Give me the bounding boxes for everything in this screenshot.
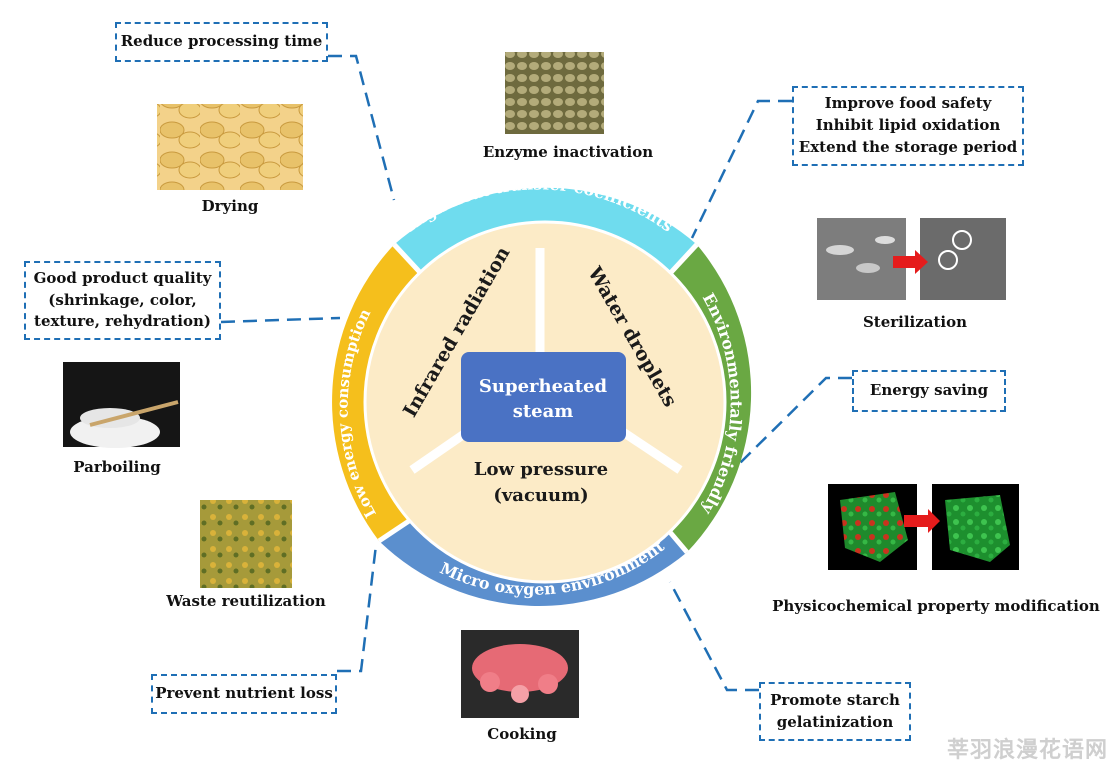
- box-text-line-3: Extend the storage period: [798, 137, 1018, 156]
- watermark: 莘羽浪漫花语网: [946, 738, 1108, 763]
- box-product-quality: Good product quality (shrinkage, color, …: [24, 261, 221, 340]
- box-text: Energy saving: [869, 381, 989, 400]
- ring-segment-right: [659, 244, 752, 553]
- arrow-icon: [893, 250, 928, 274]
- ring-segment-bottom: [379, 517, 687, 606]
- box-reduce-processing-time: Reduce processing time: [115, 22, 328, 62]
- ring-segment-top: [394, 187, 697, 276]
- cooking-image: [461, 630, 579, 718]
- caption-waste-reutilization: Waste reutilization: [166, 592, 326, 610]
- box-prevent-nutrient-loss: Prevent nutrient loss: [151, 674, 337, 714]
- caption-sterilization: Sterilization: [862, 313, 968, 331]
- sector-pressure-line-2: (vacuum): [493, 485, 588, 506]
- drying-image: [157, 104, 303, 190]
- box-text-line-1: Good product quality: [33, 268, 212, 287]
- waste-image: [200, 500, 292, 588]
- box-energy-saving: Energy saving: [852, 370, 1006, 412]
- caption-cooking: Cooking: [487, 725, 557, 743]
- caption-physicochemical: Physicochemical property modification: [772, 597, 1100, 615]
- physico-image: [828, 484, 1019, 570]
- center-line-2: steam: [513, 401, 574, 422]
- box-text-line-1: Improve food safety: [824, 94, 992, 113]
- box-text-line-2: (shrinkage, color,: [48, 290, 197, 309]
- parboiling-image: [63, 362, 180, 448]
- connector-lines: [220, 54, 852, 692]
- box-text-line-2: gelatinization: [776, 712, 894, 731]
- caption-enzyme-inactivation: Enzyme inactivation: [482, 143, 654, 161]
- box-text-line-1: Promote starch: [770, 690, 900, 709]
- box-text-line-3: texture, rehydration): [34, 312, 211, 331]
- ring-segment-left: [332, 244, 424, 541]
- arrow-icon: [904, 509, 940, 533]
- enzyme-image: [505, 52, 604, 134]
- box-text: Prevent nutrient loss: [155, 684, 333, 703]
- caption-parboiling: Parboiling: [73, 458, 161, 476]
- sterilization-image: [817, 218, 1006, 300]
- box-text-line-2: Inhibit lipid oxidation: [815, 116, 1001, 135]
- center-box: [461, 352, 626, 442]
- center-line-1: Superheated: [479, 376, 608, 397]
- box-promote-starch: Promote starch gelatinization: [759, 682, 911, 741]
- caption-drying: Drying: [201, 197, 259, 215]
- box-food-safety: Improve food safety Inhibit lipid oxidat…: [792, 86, 1024, 166]
- sector-pressure-line-1: Low pressure: [474, 459, 608, 480]
- sector-dividers: [409, 248, 683, 474]
- outer-ring: [332, 187, 752, 606]
- box-text: Reduce processing time: [120, 32, 323, 51]
